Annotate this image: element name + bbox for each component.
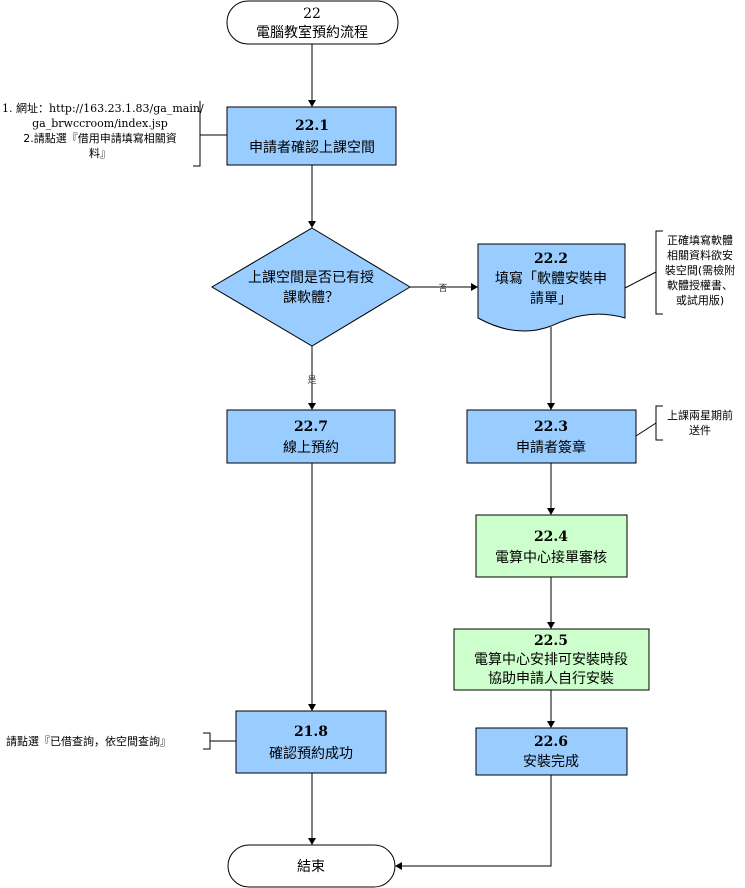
step-22-1: 22.1 申請者確認上課空間 [226, 106, 397, 166]
step-22-6: 22.6 安裝完成 [475, 727, 628, 776]
step-id: 22.1 [295, 118, 329, 134]
step-22-4: 22.4 電算中心接單審核 [475, 514, 628, 578]
arrowhead [471, 283, 478, 291]
arrowhead [308, 838, 316, 845]
step-22-3: 22.3 申請者簽章 [466, 409, 637, 464]
step-id: 22.4 [534, 529, 568, 545]
note-line: 正確填寫軟體 [667, 233, 733, 247]
step-22-7-box [226, 409, 396, 464]
arrowhead [308, 221, 316, 228]
step-label-line2: 請單」 [530, 291, 572, 307]
arrowhead [395, 862, 402, 870]
step-id: 22.6 [534, 734, 568, 750]
edge-226-end [400, 775, 552, 867]
decision-line2: 課軟體？ [283, 290, 339, 306]
note-22-1-url: 1. 網址：http://163.23.1.83/ga_main/ ga_brw… [2, 101, 204, 160]
note-22-2-software: 正確填寫軟體 相關資料欲安 裝空間(需檢附 軟體授權書、 或試用版) [665, 233, 735, 307]
arrowhead [308, 704, 316, 711]
note-bracket [193, 101, 201, 167]
step-label: 確認預約成功 [269, 746, 353, 762]
note-line: 料』 [89, 146, 111, 160]
note-line: 或試用版) [676, 293, 724, 307]
note-line: 1. 網址：http://163.23.1.83/ga_main/ [2, 101, 204, 115]
step-22-2-document-shape [477, 243, 626, 332]
end-terminal: 結束 [227, 844, 396, 888]
start-number: 22 [303, 6, 321, 22]
step-21-8: 21.8 確認預約成功 [235, 710, 387, 774]
start-title: 電腦教室預約流程 [256, 24, 368, 41]
decision-has-software: 上課空間是否已有授 課軟體？ [211, 227, 411, 347]
step-label: 申請者簽章 [516, 439, 586, 456]
arrowhead [547, 508, 555, 515]
note-line: 軟體授權書、 [667, 278, 733, 292]
step-id: 22.3 [534, 419, 568, 435]
decision-diamond [211, 227, 411, 347]
arrowhead [547, 721, 555, 728]
step-id: 22.7 [294, 419, 328, 435]
step-22-1-box [226, 106, 397, 166]
step-label-line2: 協助申請人自行安裝 [488, 671, 614, 687]
note-line: 請點選『已借查詢，依空間查詢』 [6, 734, 171, 748]
connectors [193, 44, 663, 870]
note-bracket [203, 732, 211, 750]
decision-line1: 上課空間是否已有授 [248, 270, 374, 286]
arrowhead [547, 622, 555, 629]
note-line: 2.請點選『借用申請填寫相關資 [23, 131, 177, 145]
step-22-6-box [475, 727, 628, 776]
start-terminal-shape [226, 0, 399, 45]
end-terminal-shape [227, 844, 396, 888]
step-label-line1: 電算中心安排可安裝時段 [474, 652, 628, 668]
step-label: 線上預約 [283, 440, 339, 456]
step-22-5-box [453, 628, 650, 691]
arrowhead [308, 100, 316, 107]
step-21-8-box [235, 710, 387, 774]
note-line: ga_brwccroom/index.jsp [32, 117, 168, 130]
end-title: 結束 [297, 859, 325, 875]
note-bracket [655, 405, 663, 441]
note-bracket [655, 230, 663, 315]
step-label: 申請者確認上課空間 [249, 140, 375, 156]
step-22-4-box [475, 514, 628, 578]
note-connector [635, 422, 657, 437]
step-22-3-box [466, 409, 637, 464]
note-21-8-query: 請點選『已借查詢，依空間查詢』 [6, 734, 171, 748]
step-label: 電算中心接單審核 [495, 549, 607, 566]
note-line: 上課兩星期前 [667, 408, 733, 422]
step-label: 安裝完成 [523, 754, 579, 770]
note-line: 裝空間(需檢附 [665, 263, 735, 277]
note-line: 送件 [689, 423, 711, 437]
note-line: 相關資料欲安 [667, 248, 733, 262]
note-connector [624, 271, 657, 289]
step-id: 22.5 [534, 633, 568, 649]
note-22-3-deadline: 上課兩星期前 送件 [667, 408, 733, 437]
arrowhead [547, 403, 555, 410]
step-label-line1: 填寫「軟體安裝申 [495, 270, 607, 287]
edge-label-no: 否 [438, 283, 447, 294]
edge-label-yes: 是 [307, 375, 316, 386]
step-22-5: 22.5 電算中心安排可安裝時段 協助申請人自行安裝 [453, 628, 650, 691]
step-22-2: 22.2 填寫「軟體安裝申 請單」 [477, 243, 626, 332]
step-22-7: 22.7 線上預約 [226, 409, 396, 464]
step-id: 21.8 [294, 724, 328, 740]
start-terminal: 22 電腦教室預約流程 [226, 0, 399, 45]
step-id: 22.2 [534, 251, 568, 267]
arrowhead [308, 403, 316, 410]
